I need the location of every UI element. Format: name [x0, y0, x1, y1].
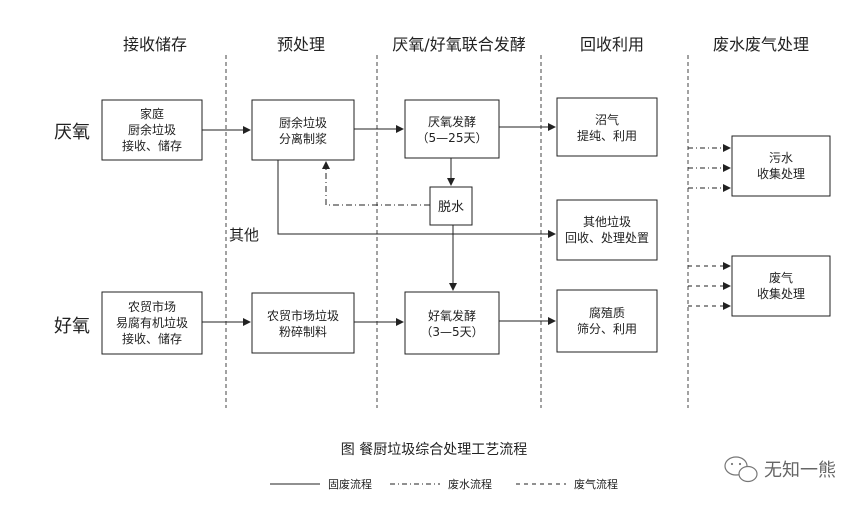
other-label: 其他 — [229, 226, 259, 244]
row-label-aerobic: 好氧 — [54, 316, 90, 337]
watermark: 无知一熊 — [724, 456, 836, 483]
legend: 固废流程 废水流程 废气流程 — [270, 477, 618, 491]
box-other-waste-line2: 回收、处理处置 — [565, 231, 649, 245]
column-dividers — [225, 55, 689, 408]
box-waste-gas-line1: 废气 — [769, 270, 793, 285]
figure-caption: 图 餐厨垃圾综合处理工艺流程 — [341, 442, 527, 458]
row-label-anaerobic: 厌氧 — [54, 122, 90, 143]
box-biogas-line2: 提纯、利用 — [577, 128, 637, 143]
column-header-fermentation: 厌氧/好氧联合发酵 — [392, 35, 525, 54]
legend-waste-gas: 废气流程 — [574, 477, 618, 491]
box-receive-top-line2: 厨余垃圾 — [128, 122, 176, 137]
box-pretreat-top-line2: 分离制浆 — [279, 131, 327, 146]
box-anaerobic-line2: （5—25天） — [417, 131, 488, 145]
boxes — [101, 97, 831, 355]
wechat-icon — [724, 456, 758, 483]
column-header-pretreat: 预处理 — [277, 35, 325, 54]
box-waste-gas-line2: 收集处理 — [757, 286, 805, 301]
box-dewater-label: 脱水 — [438, 200, 464, 215]
legend-solid-waste: 固废流程 — [328, 477, 372, 491]
column-header-waste-treatment: 废水废气处理 — [713, 35, 809, 54]
box-receive-bottom-line2: 易腐有机垃圾 — [116, 315, 188, 330]
box-pretreat-bottom-line1: 农贸市场垃圾 — [267, 308, 339, 323]
box-other-waste-line1: 其他垃圾 — [583, 214, 631, 229]
box-aerobic-line2: （3—5天） — [420, 325, 483, 339]
box-humus-line1: 腐殖质 — [589, 305, 625, 320]
watermark-text: 无知一熊 — [764, 460, 836, 481]
box-pretreat-top-line1: 厨余垃圾 — [279, 115, 327, 130]
box-pretreat-bottom-line2: 粉碎制料 — [279, 324, 327, 339]
dewater-return-arrow — [322, 161, 430, 206]
box-wastewater-line2: 收集处理 — [757, 166, 805, 181]
box-receive-top-line1: 家庭 — [140, 106, 164, 121]
column-header-recycle: 回收利用 — [580, 35, 644, 54]
box-humus-line2: 筛分、利用 — [577, 321, 637, 336]
box-wastewater-line1: 污水 — [769, 151, 793, 165]
box-receive-bottom-line3: 接收、储存 — [122, 331, 182, 346]
solid-flow-arrows — [202, 123, 556, 326]
box-anaerobic-line1: 厌氧发酵 — [428, 114, 476, 129]
legend-wastewater: 废水流程 — [448, 477, 492, 491]
box-receive-top-line3: 接收、储存 — [122, 138, 182, 153]
waste-gas-inflow-arrows — [688, 262, 731, 310]
wastewater-inflow-arrows — [688, 144, 731, 192]
column-header-receive: 接收储存 — [123, 35, 187, 54]
box-aerobic-line1: 好氧发酵 — [428, 308, 476, 323]
box-biogas-line1: 沼气 — [595, 112, 619, 127]
box-receive-bottom-line1: 农贸市场 — [128, 299, 176, 314]
